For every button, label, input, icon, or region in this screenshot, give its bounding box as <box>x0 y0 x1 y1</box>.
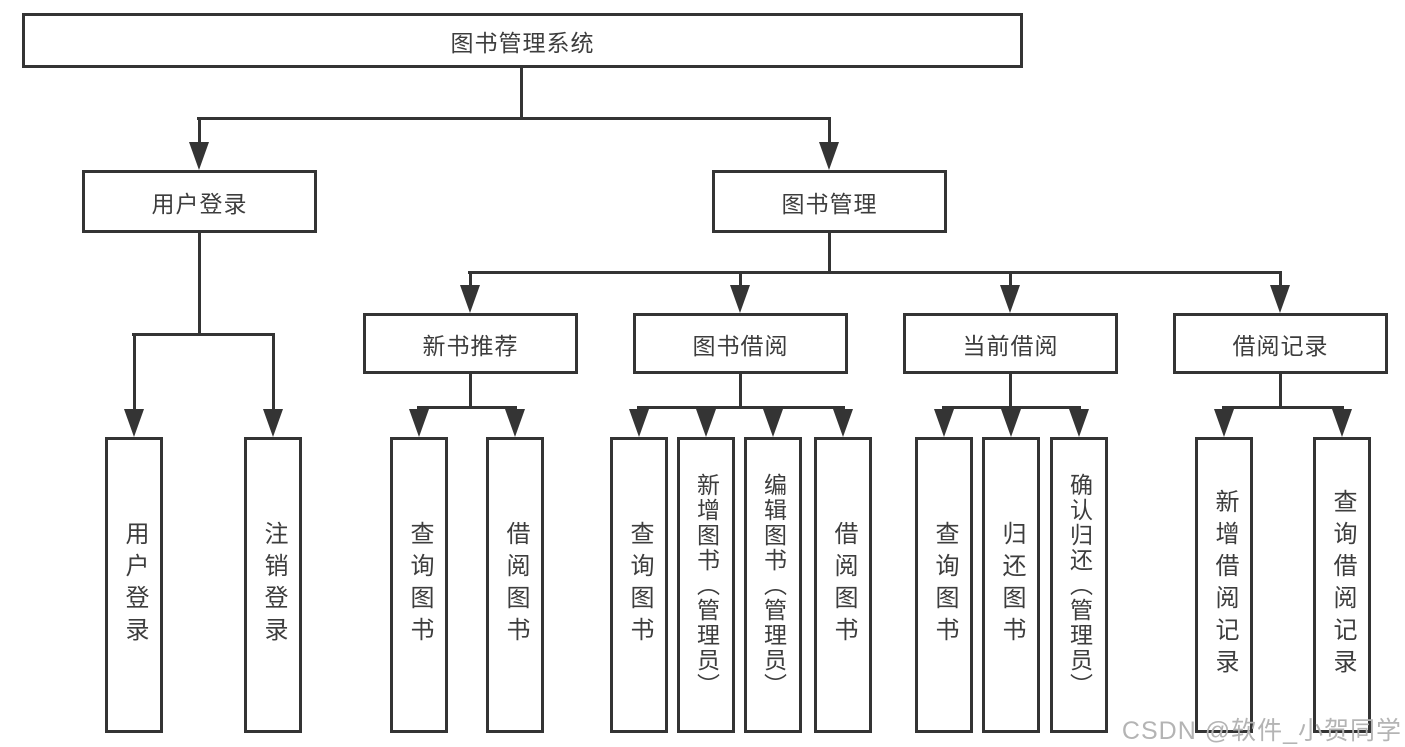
leaf-query-borrow-record: 查询借阅记录 <box>1313 437 1371 733</box>
arrow-down-icon <box>263 409 283 437</box>
connector-line <box>739 374 742 407</box>
connector-line <box>133 334 136 410</box>
node-root: 图书管理系统 <box>22 13 1023 68</box>
arrow-down-icon <box>189 142 209 170</box>
connector-line <box>520 68 523 119</box>
leaf-edit-books-admin-label: 编辑图书（管理员） <box>760 472 787 698</box>
connector-line <box>828 118 831 143</box>
connector-line <box>272 334 275 410</box>
connector-line <box>1009 273 1012 286</box>
arrow-down-icon <box>505 409 525 437</box>
arrow-down-icon <box>1069 409 1089 437</box>
connector-line <box>828 233 831 273</box>
arrow-down-icon <box>1001 409 1021 437</box>
node-book-management-label: 图书管理 <box>781 190 878 217</box>
leaf-confirm-return-admin-label: 确认归还（管理员） <box>1066 472 1093 698</box>
connector-line <box>942 406 1081 409</box>
node-user-login: 用户登录 <box>82 170 317 233</box>
connector-line <box>132 333 275 336</box>
arrow-down-icon <box>409 409 429 437</box>
arrow-down-icon <box>934 409 954 437</box>
arrow-down-icon <box>763 409 783 437</box>
leaf-edit-books-admin: 编辑图书（管理员） <box>744 437 802 733</box>
leaf-query-books-3-label: 查询图书 <box>931 521 958 649</box>
connector-line <box>469 273 472 286</box>
node-new-book-recommend-label: 新书推荐 <box>422 332 519 359</box>
connector-line <box>417 406 517 409</box>
arrow-down-icon <box>460 285 480 313</box>
leaf-add-books-admin-label: 新增图书（管理员） <box>693 472 720 698</box>
arrow-down-icon <box>1270 285 1290 313</box>
node-borrowing-records: 借阅记录 <box>1173 313 1388 374</box>
leaf-query-books-1-label: 查询图书 <box>406 521 433 649</box>
leaf-query-borrow-record-label: 查询借阅记录 <box>1329 489 1356 681</box>
arrow-down-icon <box>1332 409 1352 437</box>
node-book-borrowing: 图书借阅 <box>633 313 848 374</box>
leaf-return-books-label: 归还图书 <box>998 521 1025 649</box>
node-root-label: 图书管理系统 <box>450 29 595 56</box>
leaf-borrow-books-2: 借阅图书 <box>814 437 872 733</box>
arrow-down-icon <box>833 409 853 437</box>
node-book-borrowing-label: 图书借阅 <box>692 332 789 359</box>
leaf-logout-label: 注销登录 <box>260 521 287 649</box>
leaf-user-login-label: 用户登录 <box>121 521 148 649</box>
node-book-management: 图书管理 <box>712 170 947 233</box>
connector-line <box>197 117 831 120</box>
connector-line <box>1009 374 1012 407</box>
leaf-borrow-books-2-label: 借阅图书 <box>830 521 857 649</box>
leaf-logout: 注销登录 <box>244 437 302 733</box>
leaf-query-books-2: 查询图书 <box>610 437 668 733</box>
leaf-return-books: 归还图书 <box>982 437 1040 733</box>
leaf-add-borrow-record-label: 新增借阅记录 <box>1211 489 1238 681</box>
arrow-down-icon <box>696 409 716 437</box>
arrow-down-icon <box>1214 409 1234 437</box>
leaf-borrow-books-1-label: 借阅图书 <box>502 521 529 649</box>
connector-line <box>739 273 742 286</box>
leaf-query-books-3: 查询图书 <box>915 437 973 733</box>
leaf-add-books-admin: 新增图书（管理员） <box>677 437 735 733</box>
connector-line <box>469 374 472 407</box>
watermark: CSDN @软件_小贺同学 <box>1121 717 1402 745</box>
leaf-query-books-1: 查询图书 <box>390 437 448 733</box>
arrow-down-icon <box>1000 285 1020 313</box>
node-user-login-label: 用户登录 <box>151 190 248 217</box>
connector-line <box>637 406 845 409</box>
connector-line <box>198 118 201 143</box>
arrow-down-icon <box>124 409 144 437</box>
node-current-borrowing: 当前借阅 <box>903 313 1118 374</box>
leaf-query-books-2-label: 查询图书 <box>626 521 653 649</box>
connector-line <box>1279 273 1282 286</box>
connector-line <box>198 233 201 334</box>
leaf-user-login: 用户登录 <box>105 437 163 733</box>
connector-line <box>1279 374 1282 407</box>
arrow-down-icon <box>819 142 839 170</box>
node-new-book-recommend: 新书推荐 <box>363 313 578 374</box>
arrow-down-icon <box>730 285 750 313</box>
node-current-borrowing-label: 当前借阅 <box>962 332 1059 359</box>
arrow-down-icon <box>629 409 649 437</box>
node-borrowing-records-label: 借阅记录 <box>1232 332 1329 359</box>
leaf-borrow-books-1: 借阅图书 <box>486 437 544 733</box>
leaf-confirm-return-admin: 确认归还（管理员） <box>1050 437 1108 733</box>
leaf-add-borrow-record: 新增借阅记录 <box>1195 437 1253 733</box>
connector-line <box>468 271 1282 274</box>
connector-line <box>1222 406 1344 409</box>
